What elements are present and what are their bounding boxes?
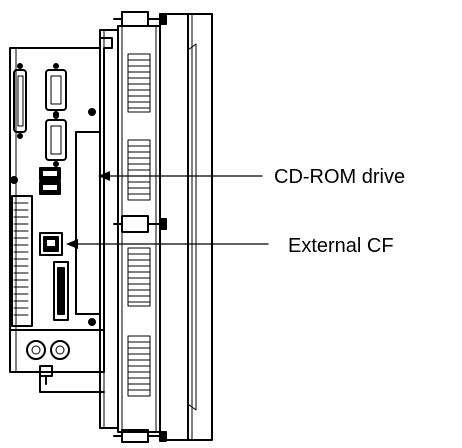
external-cf-slot xyxy=(53,261,69,321)
vent-grille xyxy=(127,139,151,201)
external-cf-label: External CF xyxy=(288,235,394,257)
screw-dot xyxy=(88,108,96,116)
vent-grille xyxy=(127,247,151,307)
front-bezel xyxy=(159,13,213,441)
mounting-clamp-middle xyxy=(113,215,167,233)
lan-port xyxy=(39,232,63,256)
cdrom-drive-bay xyxy=(75,131,101,315)
screw-dot xyxy=(88,318,96,326)
cdrom-drive-label: CD-ROM drive xyxy=(274,166,406,188)
ground-screw xyxy=(39,365,53,385)
callout-arrow-cdrom xyxy=(98,171,263,181)
callout-arrow-external-cf xyxy=(66,239,269,249)
chassis-column xyxy=(117,25,161,433)
power-jacks xyxy=(26,340,70,360)
vent-grille xyxy=(127,335,151,397)
db9-connector-lower xyxy=(45,113,67,167)
rear-frame xyxy=(99,29,119,429)
usb-ports xyxy=(39,167,61,195)
db25-connector xyxy=(13,63,27,139)
terminal-block xyxy=(11,195,33,327)
mounting-clamp-top xyxy=(113,11,167,27)
db9-connector-upper xyxy=(45,63,67,117)
status-led xyxy=(10,176,18,184)
vent-grille xyxy=(127,53,151,113)
